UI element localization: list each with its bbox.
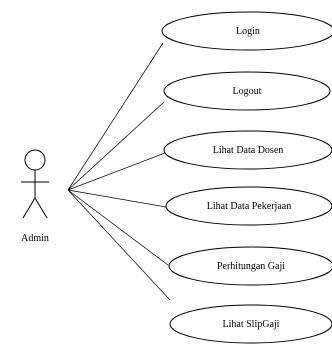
use-case-login[interactable]: Login [161, 11, 332, 51]
actor-head [24, 149, 46, 171]
use-case-label: Lihat Data Dosen [213, 145, 284, 156]
use-case-lihat-slipgaji[interactable]: Lihat SlipGaji [169, 304, 332, 344]
use-case-ellipse [161, 11, 332, 51]
actor-left-leg [22, 197, 36, 219]
association-line-lihat-data-dosen [67, 152, 166, 191]
use-case-ellipse [168, 246, 332, 286]
use-case-ellipse [163, 130, 332, 170]
association-line-login [67, 42, 164, 191]
actor-right-leg [34, 197, 48, 219]
association-line-lihat-data-pekerjaan [67, 189, 167, 208]
association-line-logout [67, 101, 165, 191]
use-case-label: Logout [233, 86, 262, 97]
use-case-lihat-data-dosen[interactable]: Lihat Data Dosen [163, 130, 332, 170]
association-line-lihat-slipgaji [67, 189, 171, 301]
use-case-ellipse [163, 71, 331, 111]
association-line-perhitungan-gaji [67, 189, 169, 266]
use-case-label: Perhitungan Gaji [217, 261, 285, 272]
actor-label: Admin [21, 233, 49, 244]
use-case-logout[interactable]: Logout [163, 71, 331, 111]
use-case-ellipse [169, 304, 332, 344]
association-lines [67, 42, 171, 301]
use-case-ellipse [165, 186, 332, 226]
use-case-perhitungan-gaji[interactable]: Perhitungan Gaji [168, 246, 332, 286]
use-case-label: Login [236, 26, 260, 37]
use-case-label: Lihat Data Pekerjaan [207, 201, 291, 212]
use-case-label: Lihat SlipGaji [223, 319, 280, 330]
actor: Admin [21, 149, 49, 244]
use-case-lihat-data-pekerjaan[interactable]: Lihat Data Pekerjaan [165, 186, 332, 226]
